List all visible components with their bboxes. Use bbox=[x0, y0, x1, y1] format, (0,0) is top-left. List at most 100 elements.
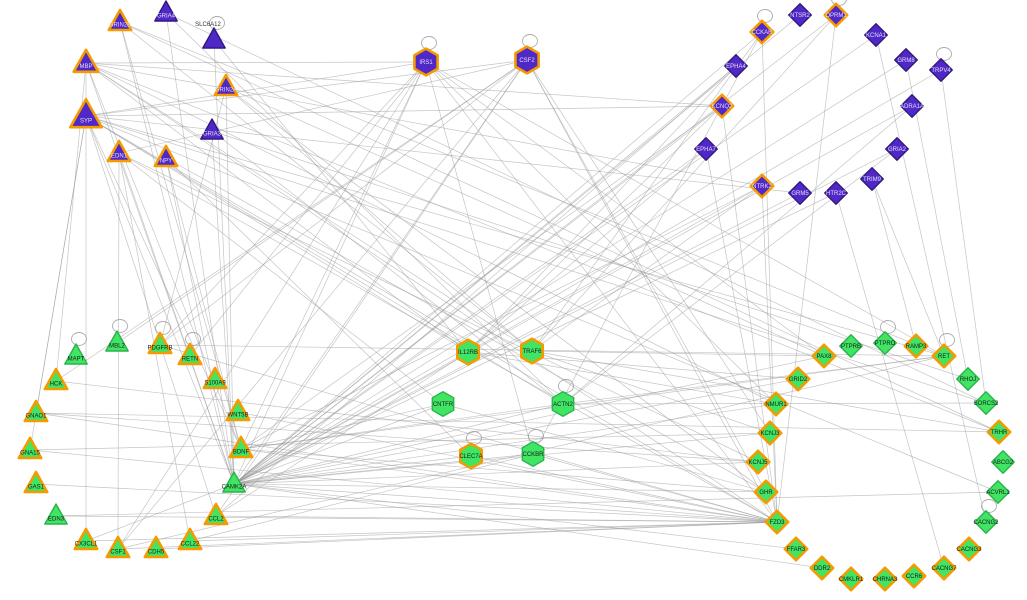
diamond-shape bbox=[873, 331, 897, 355]
edge-CLEC7A-FZD3 bbox=[470, 455, 778, 523]
edge-GRIA2-CAMK2A bbox=[233, 148, 898, 485]
edge-BDNF-FZD3 bbox=[240, 448, 778, 523]
triangle-shape bbox=[222, 471, 246, 493]
edge-TRPV4-SORCS2 bbox=[940, 69, 987, 404]
edge-SYP-CAMK2A bbox=[85, 115, 235, 485]
node-CACNG7[interactable]: CACNG7 bbox=[931, 555, 957, 581]
node-CCKBR[interactable]: CCKBR bbox=[521, 441, 545, 467]
node-CMKLR1[interactable]: CMKLR1 bbox=[838, 566, 864, 592]
node-GRIN2A[interactable]: GRIN2A bbox=[213, 73, 239, 97]
edge-IRS1-NMUR1 bbox=[425, 61, 777, 405]
node-TRAF6[interactable]: TRAF6 bbox=[519, 337, 545, 365]
edge-NTRK2-CAMK2A bbox=[233, 185, 763, 485]
node-IL12RB[interactable]: IL12RB bbox=[455, 338, 481, 366]
triangle-shape bbox=[143, 535, 169, 559]
edge-CCKBR-FZD3 bbox=[532, 453, 778, 523]
edge-EPHA4-IL12RB bbox=[467, 65, 737, 353]
node-NTSR2[interactable]: NTSR2 bbox=[788, 3, 812, 27]
node-CHRNA3[interactable]: CHRNA3 bbox=[872, 566, 898, 592]
edge-SYP-RET bbox=[85, 115, 945, 357]
diamond-shape bbox=[986, 419, 1012, 445]
edge-GRIN2B-RET bbox=[119, 21, 945, 357]
node-CX3CL1[interactable]: CX3CL1 bbox=[73, 527, 99, 551]
node-TRIM9[interactable]: TRIM9 bbox=[860, 167, 884, 191]
node-IRS1[interactable]: IRS1 bbox=[413, 47, 439, 77]
node-KCNA1[interactable]: KCNA1 bbox=[864, 23, 888, 47]
node-CACNG2[interactable]: CACNG2 bbox=[973, 510, 999, 534]
edge-KCNQ2-BDNF bbox=[240, 105, 723, 450]
node-ACTN2[interactable]: ACTN2 bbox=[551, 391, 575, 417]
edge-BDNF-ACTN2 bbox=[240, 403, 564, 450]
edge-SYP-IRS1 bbox=[85, 61, 427, 117]
node-ABCG2[interactable]: ABCG2 bbox=[991, 450, 1015, 474]
node-RHOJ[interactable]: RHOJ bbox=[956, 367, 980, 391]
edge-CSF2-HCK bbox=[55, 59, 528, 382]
edge-MBP-KCNQ2 bbox=[85, 62, 723, 107]
node-RET[interactable]: RET bbox=[931, 343, 957, 369]
node-KCNJ5[interactable]: KCNJ5 bbox=[745, 449, 771, 475]
edge-TRIM9-RAMP3 bbox=[871, 178, 917, 347]
triangle-shape bbox=[105, 535, 131, 559]
diamond-shape bbox=[974, 391, 998, 415]
node-GNA15[interactable]: GNA15 bbox=[17, 436, 43, 460]
edge-CAMK2A-FZD3 bbox=[233, 483, 778, 523]
diamond-shape bbox=[811, 343, 837, 369]
node-CLEC7A[interactable]: CLEC7A bbox=[458, 442, 484, 470]
edge-CSF2-KCNJ3 bbox=[526, 59, 771, 434]
node-FFAR3[interactable]: FFAR3 bbox=[783, 536, 809, 562]
edge-GRIA4-ACTN2 bbox=[165, 12, 564, 405]
node-GRM5[interactable]: GRM5 bbox=[788, 181, 812, 205]
edge-TRAF6-PAX8 bbox=[531, 350, 825, 357]
edge-CAMK2A-PAX8 bbox=[233, 355, 825, 485]
node-GRIN2B[interactable]: GRIN2B bbox=[107, 8, 133, 32]
node-EPHA7[interactable]: EPHA7 bbox=[694, 137, 718, 161]
node-GNAO1[interactable]: GNAO1 bbox=[23, 399, 49, 423]
node-MAPT[interactable]: MAPT bbox=[64, 343, 88, 365]
node-DDR2[interactable]: DDR2 bbox=[809, 555, 835, 581]
node-ADRA1A[interactable]: ADRA1A bbox=[900, 94, 924, 118]
node-FZD3[interactable]: FZD3 bbox=[764, 509, 790, 535]
node-SORCS2[interactable]: SORCS2 bbox=[974, 391, 999, 415]
edge-CSF2-MBL2 bbox=[116, 59, 528, 344]
node-GAS1[interactable]: GAS1 bbox=[23, 470, 49, 494]
node-GRM8[interactable]: GRM8 bbox=[894, 48, 918, 72]
node-KCNJ3[interactable]: KCNJ3 bbox=[757, 420, 783, 446]
triangle-shape bbox=[153, 144, 179, 168]
edge-ADRA1A-CAMK2A bbox=[233, 105, 913, 485]
triangle-shape bbox=[225, 398, 251, 422]
node-OPRM1[interactable]: OPRM1 bbox=[823, 2, 849, 28]
node-EDN3[interactable]: EDN3 bbox=[44, 503, 68, 525]
node-CACNG3[interactable]: CACNG3 bbox=[956, 536, 982, 562]
edge-BDNF-CNTFR bbox=[240, 403, 444, 450]
node-CCR6[interactable]: CCR6 bbox=[901, 563, 927, 589]
edge-GRM8-CAMK2A bbox=[233, 59, 907, 485]
diamond-shape bbox=[991, 450, 1015, 474]
edge-WNT5B-FZD3 bbox=[237, 411, 778, 523]
node-TRPV4[interactable]: TRPV4 bbox=[929, 58, 953, 82]
node-EPHA4[interactable]: EPHA4 bbox=[724, 54, 748, 78]
node-HTR2C[interactable]: HTR2C bbox=[824, 181, 848, 205]
node-CNTFR[interactable]: CNTFR bbox=[431, 391, 455, 417]
node-CCL2[interactable]: CCL2 bbox=[203, 502, 229, 526]
node-MBP[interactable]: MBP bbox=[72, 48, 100, 74]
node-SYP[interactable]: SYP bbox=[69, 97, 103, 129]
diamond-shape bbox=[838, 566, 864, 592]
edge-CSF2-CAMK2A bbox=[233, 59, 528, 485]
self-loop-SLC6A12 bbox=[209, 16, 225, 30]
node-HCK[interactable]: HCK bbox=[43, 367, 69, 391]
node-PAX8[interactable]: PAX8 bbox=[811, 343, 837, 369]
node-CSF2[interactable]: CSF2 bbox=[514, 45, 540, 75]
edge-CSF2-GHR bbox=[526, 59, 767, 493]
self-loop-IRS1 bbox=[421, 36, 437, 50]
node-RAMP3[interactable]: RAMP3 bbox=[903, 333, 929, 359]
node-TRHR[interactable]: TRHR bbox=[986, 419, 1012, 445]
node-GRIA4[interactable]: GRIA4 bbox=[154, 0, 178, 22]
diamond-shape bbox=[749, 173, 775, 199]
diamond-shape bbox=[839, 334, 863, 358]
edge-MBP-TRAF6 bbox=[85, 62, 533, 352]
node-RETN[interactable]: RETN bbox=[177, 342, 203, 366]
node-GRID2[interactable]: GRID2 bbox=[785, 366, 811, 392]
edge-NPY-CLEC7A bbox=[165, 157, 472, 457]
node-GRIA2[interactable]: GRIA2 bbox=[885, 137, 909, 161]
